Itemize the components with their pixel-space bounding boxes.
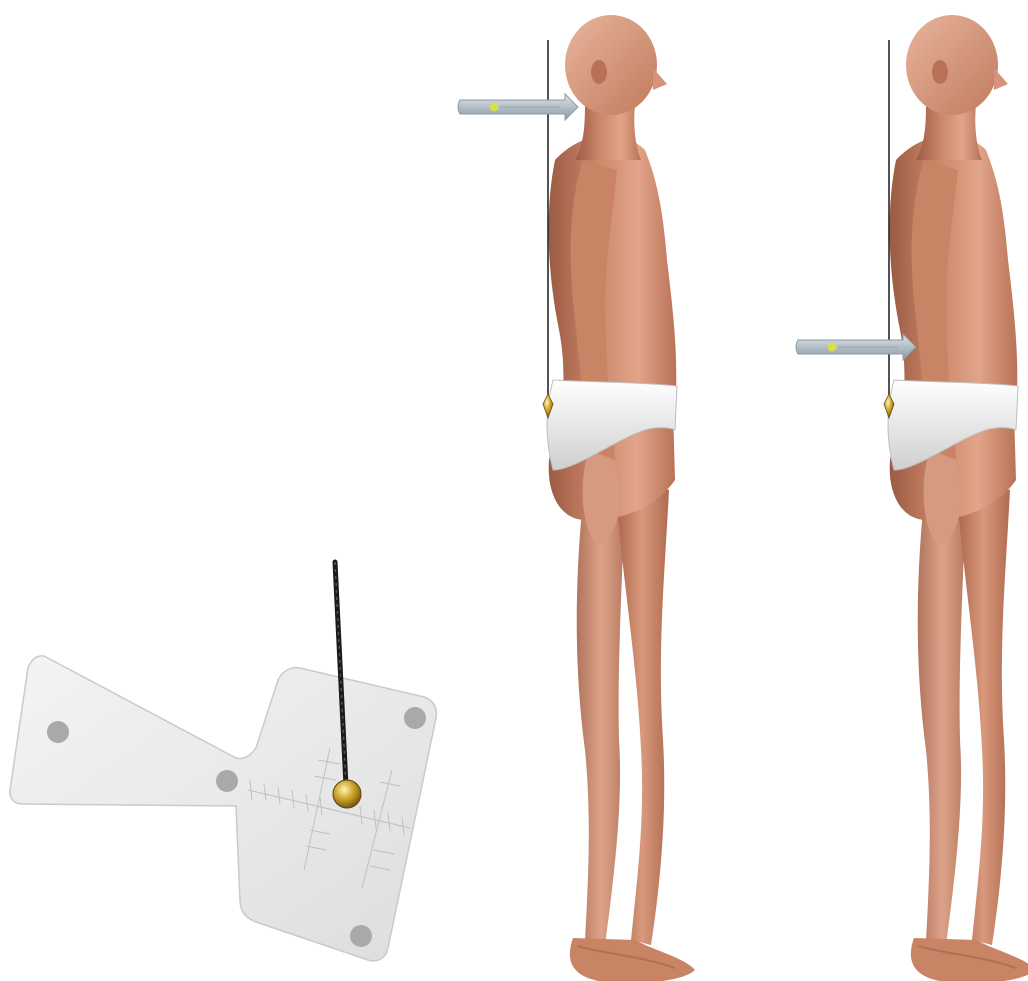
plate-hole bbox=[350, 925, 372, 947]
plumb-plate bbox=[10, 656, 437, 961]
standing-figure-icon bbox=[888, 15, 1028, 981]
plate-hole bbox=[47, 721, 69, 743]
figure-waist-arrow-panel bbox=[796, 15, 1028, 981]
level-bubble-icon bbox=[828, 343, 837, 352]
pointer-arrow bbox=[458, 94, 578, 120]
level-bubble-icon bbox=[490, 103, 499, 112]
figure-head-arrow-panel bbox=[458, 15, 695, 981]
plumb-plate-panel bbox=[10, 562, 437, 961]
pointer-arrow bbox=[796, 334, 916, 360]
plate-hole bbox=[404, 707, 426, 729]
standing-figure-icon bbox=[547, 15, 695, 981]
plumb-bob-icon bbox=[333, 780, 361, 808]
plate-hole bbox=[216, 770, 238, 792]
